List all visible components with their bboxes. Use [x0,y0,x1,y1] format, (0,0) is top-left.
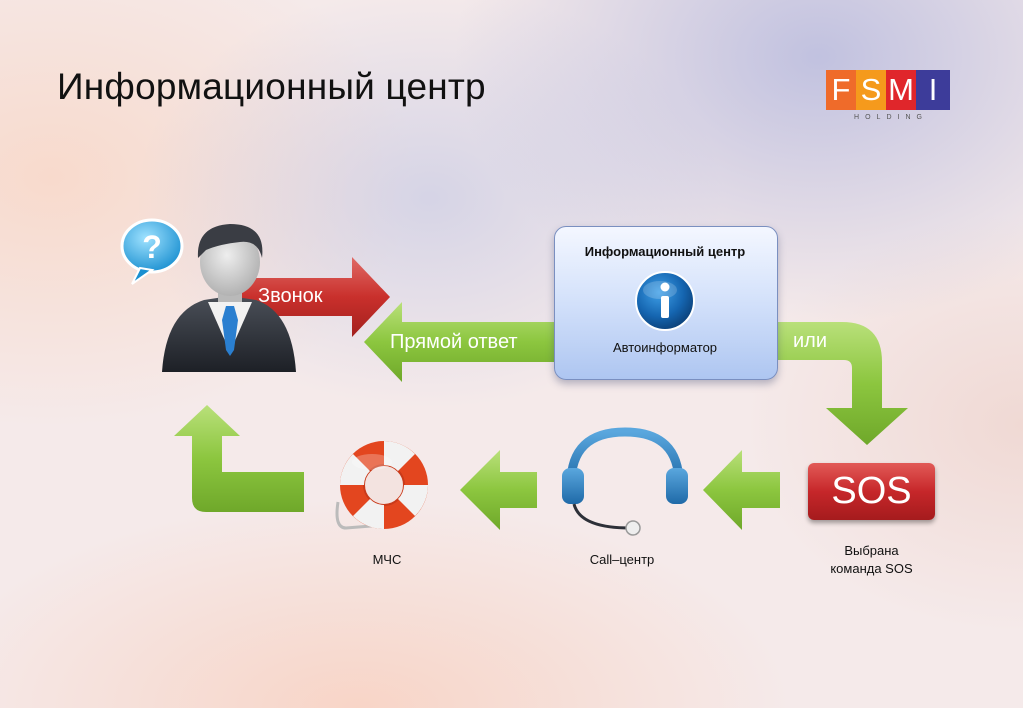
mchs-caption: МЧС [372,552,402,567]
page-title: Информационный центр [57,66,486,107]
callcenter-to-mchs-arrow [460,450,537,530]
or-label: или [793,330,828,352]
direct-answer-arrow [364,302,555,382]
sos-button[interactable]: SOS [808,463,935,520]
headset-icon [562,427,688,536]
logo-subtitle: HOLDING [854,114,928,121]
sos-caption-line2: команда SOS [830,561,913,576]
direct-answer-label: Прямой ответ [390,331,518,353]
info-center-title: Информационный центр [584,244,746,259]
sos-caption-line1: Выбрана [844,543,899,558]
question-bubble-icon: ? [120,218,184,285]
call-arrow-label: Звонок [258,285,323,307]
bubble-question-mark: ? [142,229,162,265]
call-arrow [222,257,390,337]
sos-caption: Выбрана команда SOS [806,542,937,578]
autoinformer-label: Автоинформатор [612,340,718,355]
info-icon [635,271,695,331]
or-arrow [776,322,908,445]
sos-to-callcenter-arrow [703,450,780,530]
logo-letter-m: M [886,70,916,110]
logo-letter-f: F [826,70,856,110]
mchs-to-user-arrow [174,405,304,512]
lifebuoy-icon [335,441,428,530]
fsmi-logo: F S M I HOLDING [826,70,950,126]
businessman-icon [162,224,296,372]
call-center-caption: Call–центр [589,552,655,567]
logo-letter-i: I [916,70,950,110]
logo-letter-s: S [856,70,886,110]
